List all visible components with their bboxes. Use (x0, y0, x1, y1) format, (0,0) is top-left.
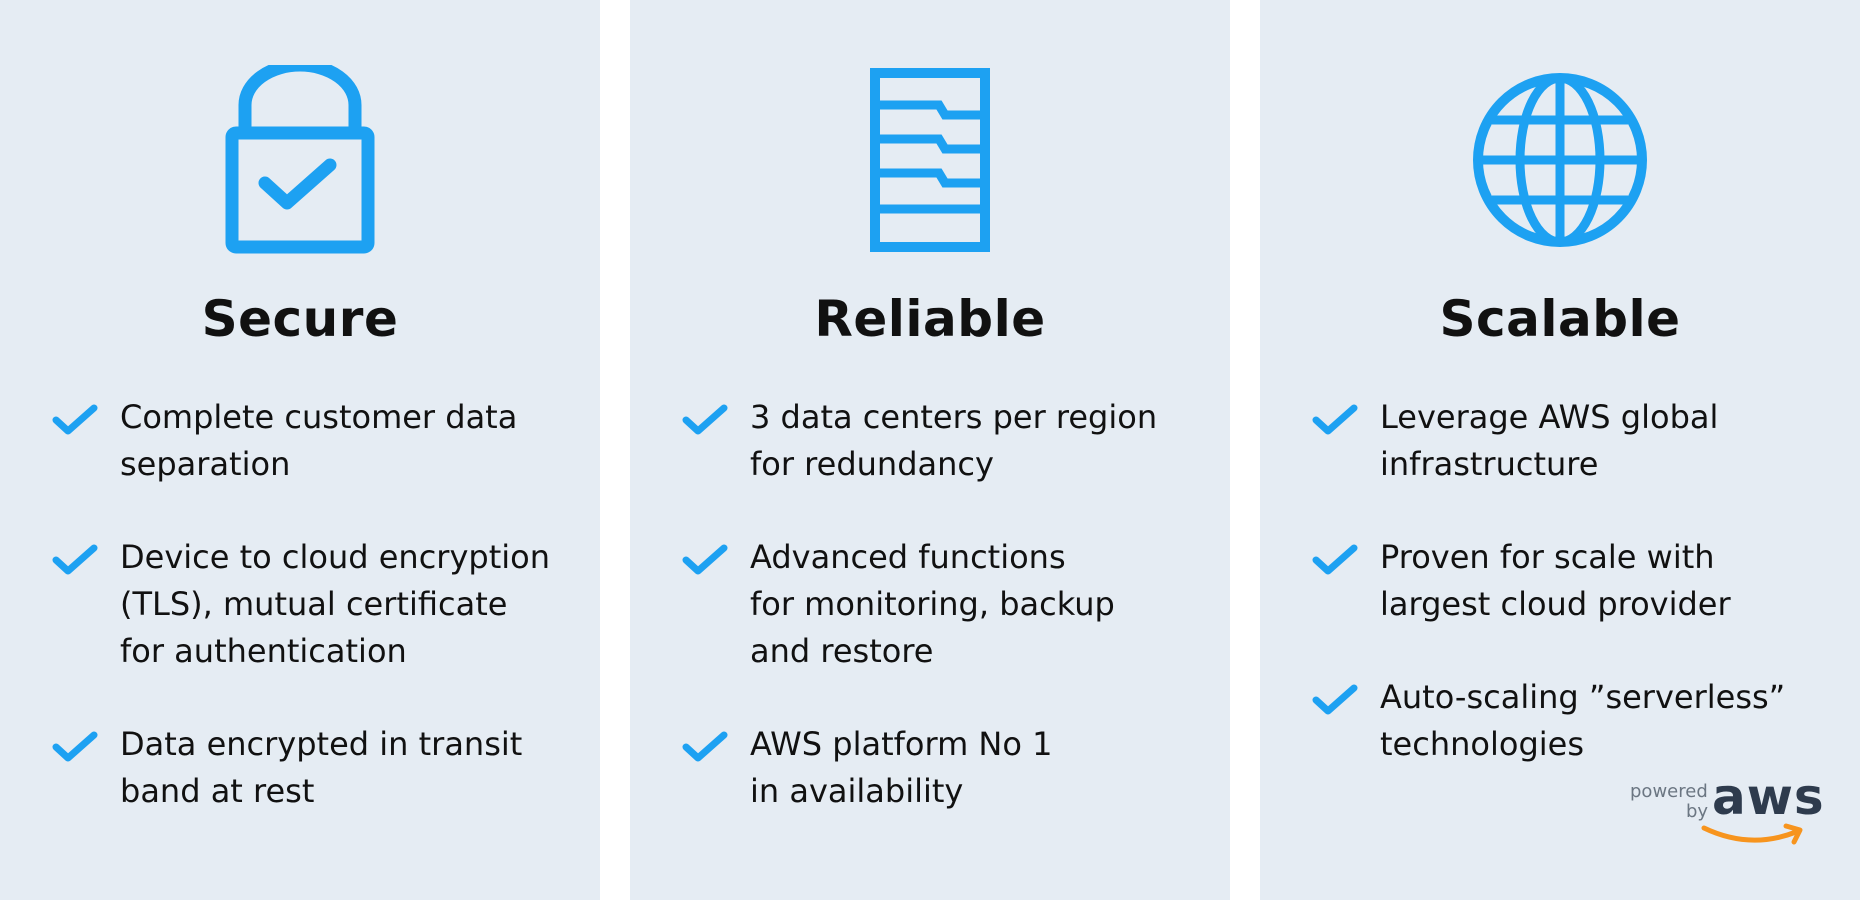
list-item: Device to cloud encryption (TLS), mutual… (50, 534, 590, 675)
list-item: Proven for scale with largest cloud prov… (1310, 534, 1850, 628)
feature-list: 3 data centers per region for redundancy… (680, 394, 1220, 861)
list-item: Advanced functions for monitoring, backu… (680, 534, 1220, 675)
check-icon (1312, 684, 1358, 715)
feature-text: Device to cloud encryption (TLS), mutual… (120, 538, 550, 670)
column-title: Scalable (1439, 290, 1681, 348)
feature-list: Complete customer data separation Device… (50, 394, 590, 861)
feature-text: Data encrypted in transit band at rest (120, 725, 523, 810)
list-item: Auto-scaling ”serverless” technologies (1310, 674, 1850, 768)
feature-text: Complete customer data separation (120, 398, 518, 483)
server-rack-icon (830, 60, 1030, 260)
aws-powered-text: powered (1630, 781, 1708, 802)
aws-smile-icon (1701, 823, 1803, 845)
list-item: Data encrypted in transit band at rest (50, 721, 590, 815)
column-secure: Secure Complete customer data separation… (0, 0, 600, 900)
lock-check-icon (200, 60, 400, 260)
feature-text: Leverage AWS global infrastructure (1380, 398, 1719, 483)
check-icon (52, 404, 98, 435)
list-item: Complete customer data separation (50, 394, 590, 488)
feature-text: AWS platform No 1 in availability (750, 725, 1053, 810)
aws-wordmark: aws (1712, 768, 1825, 826)
check-icon (682, 731, 728, 762)
column-title: Reliable (814, 290, 1046, 348)
check-icon (682, 544, 728, 575)
globe-icon (1460, 60, 1660, 260)
list-item: Leverage AWS global infrastructure (1310, 394, 1850, 488)
feature-text: Auto-scaling ”serverless” technologies (1380, 678, 1786, 763)
column-scalable: Scalable Leverage AWS global infrastruct… (1260, 0, 1860, 900)
column-title: Secure (201, 290, 399, 348)
aws-by-text: by (1686, 801, 1709, 822)
check-icon (1312, 404, 1358, 435)
list-item: 3 data centers per region for redundancy (680, 394, 1220, 488)
check-icon (682, 404, 728, 435)
feature-text: Proven for scale with largest cloud prov… (1380, 538, 1731, 623)
list-item: AWS platform No 1 in availability (680, 721, 1220, 815)
aws-logo: powered by aws (1630, 768, 1830, 850)
column-reliable: Reliable 3 data centers per region for r… (630, 0, 1230, 900)
check-icon (52, 544, 98, 575)
feature-text: 3 data centers per region for redundancy (750, 398, 1158, 483)
feature-list: Leverage AWS global infrastructure Prove… (1310, 394, 1850, 814)
check-icon (52, 731, 98, 762)
check-icon (1312, 544, 1358, 575)
feature-text: Advanced functions for monitoring, backu… (750, 538, 1115, 670)
